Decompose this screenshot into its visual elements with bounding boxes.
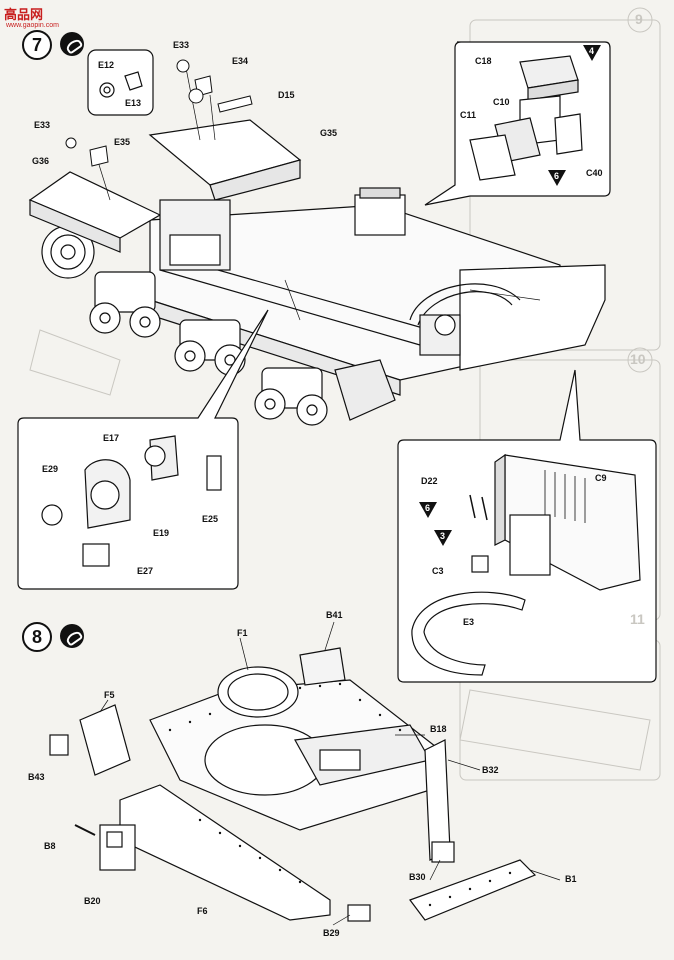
step-8-marker: 8 — [22, 622, 52, 652]
step8-guide-lines — [99, 621, 561, 926]
part-label-e29: E29 — [42, 464, 59, 474]
part-label-c9: C9 — [595, 473, 607, 483]
bogie-2 — [174, 319, 246, 376]
callout-flag-4-label: 4 — [589, 46, 595, 56]
part-label-b32: B32 — [482, 765, 499, 775]
callout-flag-6-label: 6 — [425, 503, 431, 513]
ghost-step-9: 9 — [635, 11, 643, 27]
part-label-c18: C18 — [475, 56, 492, 66]
part-label-g36: G36 — [32, 156, 50, 166]
part-label-e27: E27 — [137, 566, 154, 576]
callout-flag-3 — [434, 530, 452, 546]
part-label-e25: E25 — [202, 514, 219, 524]
part-label-e35: E35 — [114, 137, 131, 147]
callout-flag-3-label: 3 — [440, 531, 446, 541]
drive-sprocket — [41, 225, 95, 279]
part-label-b41: B41 — [326, 610, 343, 620]
part-label-b30: B30 — [409, 872, 426, 882]
part-label-b29: B29 — [323, 928, 340, 938]
part-label-e3: E3 — [463, 617, 475, 627]
part-label-f6: F6 — [197, 906, 208, 916]
inset-e12-e13 — [87, 49, 154, 116]
part-label-e33: E33 — [34, 120, 51, 130]
part-label-b8: B8 — [44, 841, 56, 851]
callout-flag-6 — [548, 170, 566, 186]
step-7-marker: 7 — [22, 30, 52, 60]
part-label-g35: G35 — [320, 128, 338, 138]
part-label-c10: C10 — [493, 97, 510, 107]
part-label-e33: E33 — [173, 40, 190, 50]
part-label-d15: D15 — [278, 90, 295, 100]
step7-small-parts — [65, 59, 253, 167]
inset-e17-e19 — [17, 309, 269, 590]
part-label-f1: F1 — [237, 628, 248, 638]
cement-icon — [60, 32, 84, 56]
part-label-c40: C40 — [586, 168, 603, 178]
rivet-dots — [168, 682, 512, 907]
callout-flag-6-label: 6 — [554, 171, 560, 181]
part-label-b18: B18 — [430, 724, 447, 734]
watermark-url: www.gaopin.com — [6, 22, 59, 29]
callout-flag-6 — [419, 502, 437, 518]
part-label-d22: D22 — [421, 476, 438, 486]
inset-c18-c10 — [424, 41, 611, 206]
ghost-step-11: 11 — [630, 611, 645, 627]
watermark-logo: 高品网 — [4, 7, 44, 22]
part-label-b1: B1 — [565, 874, 577, 884]
bogie-1 — [89, 271, 161, 338]
part-label-c3: C3 — [432, 566, 444, 576]
part-label-f5: F5 — [104, 690, 115, 700]
part-label-e13: E13 — [125, 98, 142, 108]
cement-icon — [60, 624, 84, 648]
bogie-3 — [254, 367, 328, 426]
part-label-b43: B43 — [28, 772, 45, 782]
ghost-step-10: 10 — [630, 351, 646, 367]
part-label-c11: C11 — [460, 110, 477, 120]
part-label-b20: B20 — [84, 896, 101, 906]
part-label-e19: E19 — [153, 528, 170, 538]
inset-c9-e3 — [397, 369, 657, 683]
step7-chassis — [28, 119, 606, 426]
step8-hull — [49, 647, 537, 922]
callout-flag-4 — [583, 45, 601, 61]
part-label-e34: E34 — [232, 56, 249, 66]
part-label-e12: E12 — [98, 60, 115, 70]
part-label-e17: E17 — [103, 433, 120, 443]
